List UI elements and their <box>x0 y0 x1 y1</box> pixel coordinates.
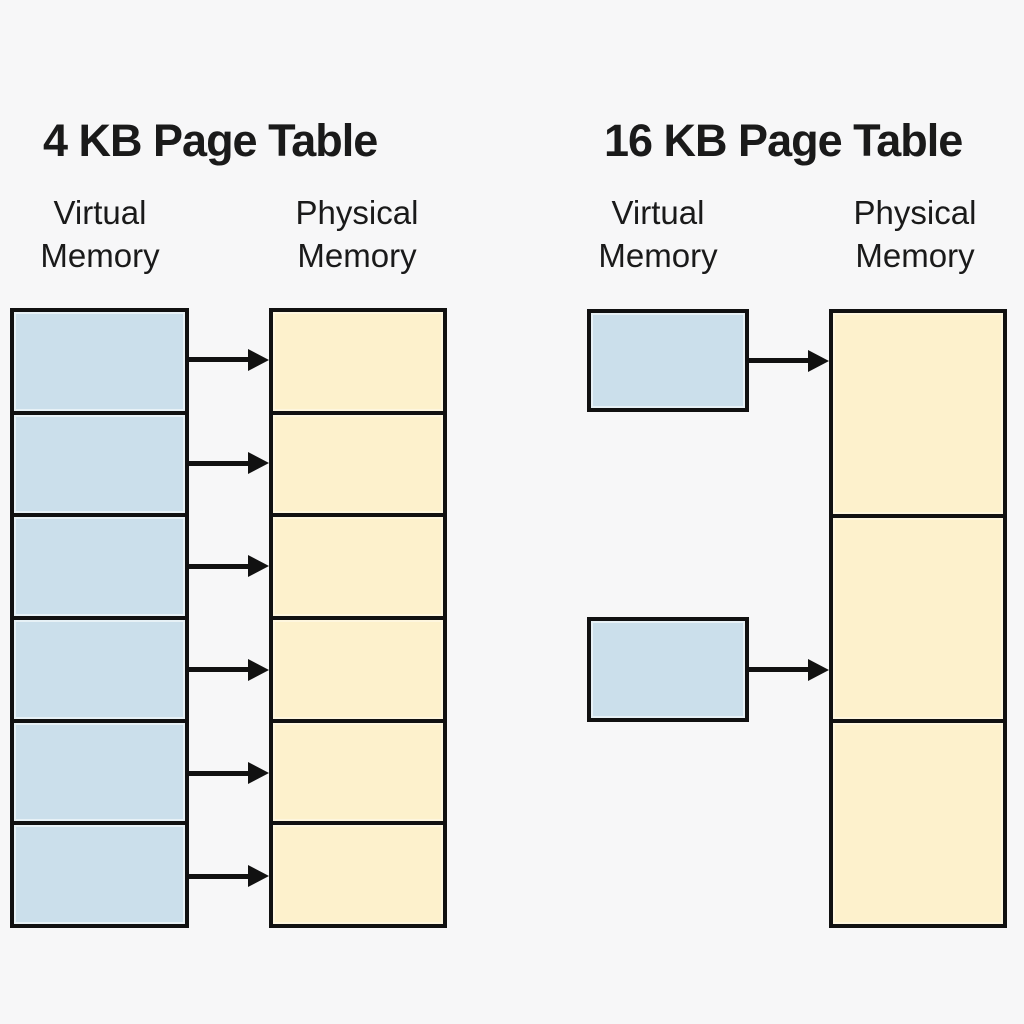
virtual-page-block <box>14 312 185 411</box>
virtual-page-block <box>14 410 185 514</box>
mapping-arrow <box>189 452 269 474</box>
arrow-shaft <box>189 357 252 362</box>
mapping-arrow <box>189 865 269 887</box>
arrow-shaft <box>189 460 252 466</box>
virtual-page-block <box>587 309 749 412</box>
mapping-arrow <box>189 555 269 577</box>
arrowhead-icon <box>248 555 269 577</box>
arrow-shaft <box>749 358 812 363</box>
virtual-page-block <box>14 616 185 719</box>
arrowhead-icon <box>248 762 269 784</box>
mapping-arrow <box>749 658 829 681</box>
physical-frame-block <box>273 616 443 719</box>
mapping-arrow <box>189 348 269 371</box>
physical-memory-column <box>269 308 447 928</box>
physical-frame-block <box>273 513 443 617</box>
diagram-title-4kb: 4 KB Page Table <box>43 115 378 167</box>
diagram-title-16kb: 16 KB Page Table <box>604 115 963 167</box>
physical-memory-label: Physical Memory <box>853 194 977 274</box>
arrowhead-icon <box>808 349 829 372</box>
virtual-page-block <box>14 718 185 822</box>
physical-frame-block <box>833 313 1003 514</box>
arrow-shaft <box>189 770 252 776</box>
arrow-shaft <box>189 873 252 879</box>
physical-frame-block <box>833 719 1003 924</box>
physical-frame-block <box>273 821 443 925</box>
arrow-shaft <box>749 667 812 672</box>
mapping-arrow <box>189 658 269 681</box>
arrowhead-icon <box>248 658 269 681</box>
mapping-arrow <box>189 762 269 784</box>
physical-memory-label: Physical Memory <box>295 194 419 274</box>
virtual-memory-label: Virtual Memory <box>40 194 160 274</box>
virtual-page-block <box>587 617 749 722</box>
physical-frame-block <box>273 410 443 514</box>
arrowhead-icon <box>248 348 269 371</box>
arrowhead-icon <box>248 865 269 887</box>
virtual-memory-label: Virtual Memory <box>598 194 718 274</box>
arrow-shaft <box>189 667 252 672</box>
physical-frame-block <box>833 514 1003 719</box>
physical-memory-column <box>829 309 1007 928</box>
virtual-page-block <box>14 821 185 925</box>
mapping-arrow <box>749 349 829 372</box>
arrowhead-icon <box>248 452 269 474</box>
physical-frame-block <box>273 718 443 822</box>
arrowhead-icon <box>808 658 829 681</box>
virtual-memory-column <box>10 308 189 928</box>
arrow-shaft <box>189 563 252 569</box>
virtual-page-block <box>14 513 185 617</box>
physical-frame-block <box>273 312 443 411</box>
